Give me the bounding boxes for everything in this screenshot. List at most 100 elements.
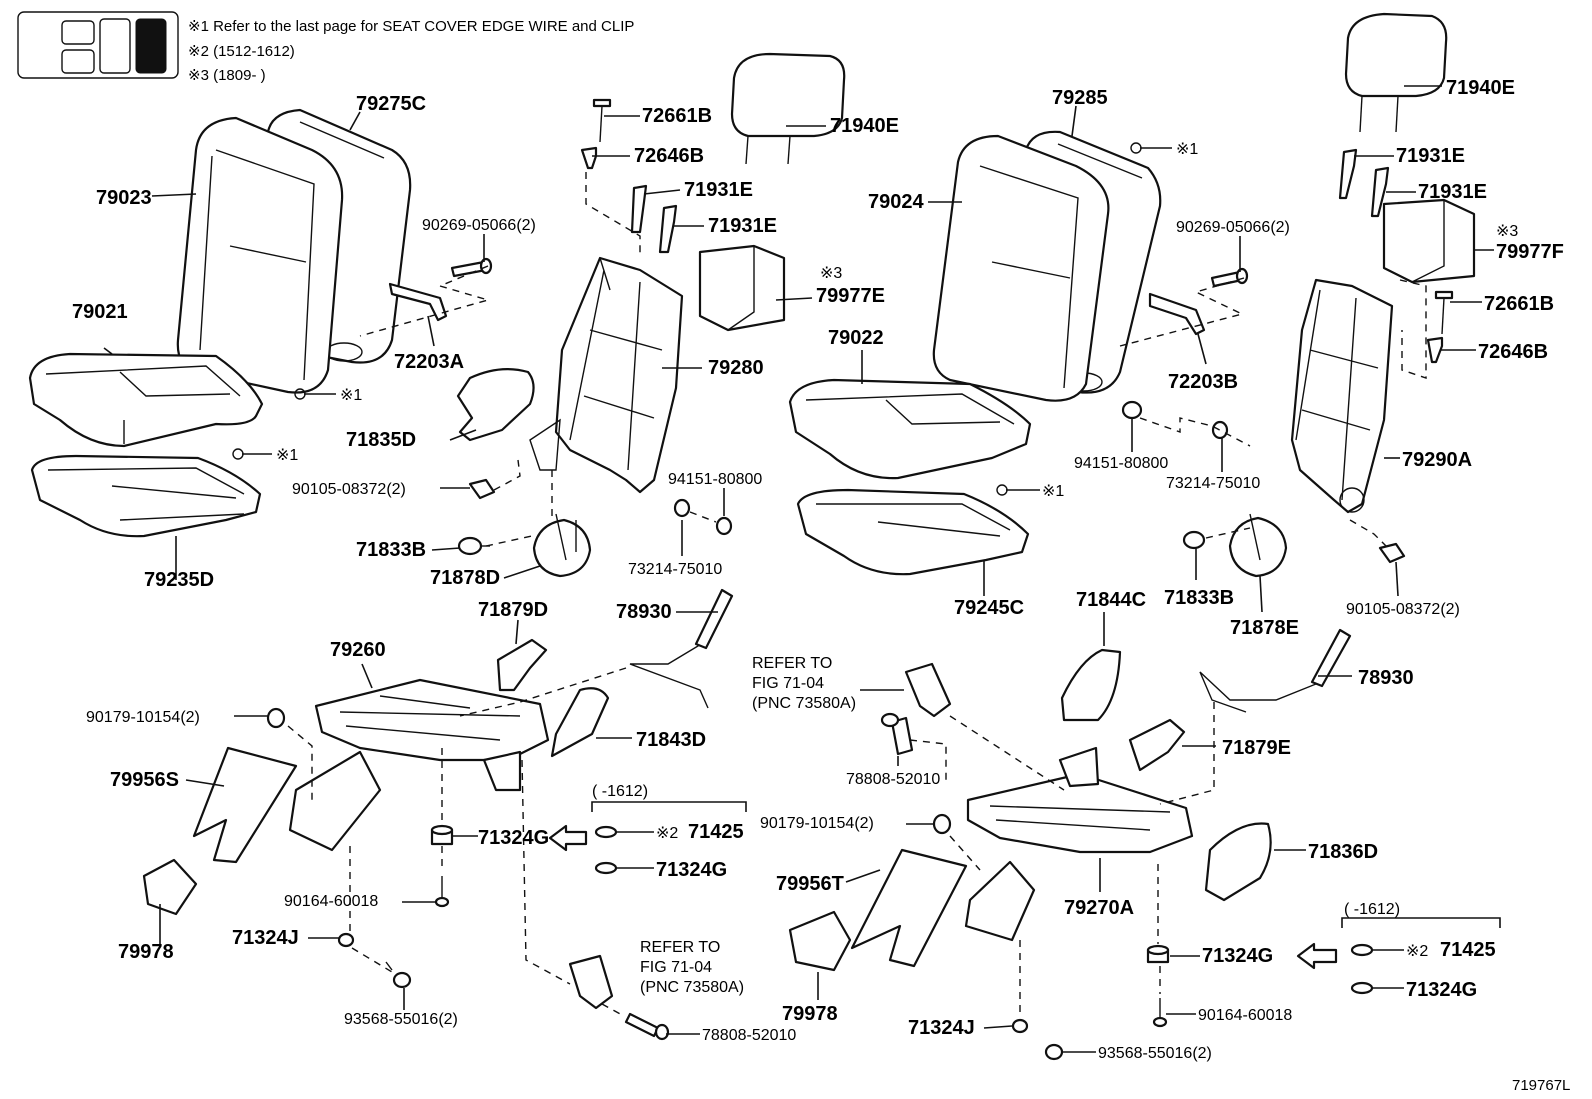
- label-72203B: 72203B: [1168, 371, 1238, 393]
- label-71940E-left: 71940E: [830, 115, 899, 137]
- label-71324G-arrow-left: 71324G: [478, 827, 549, 849]
- label-79290A: 79290A: [1402, 449, 1472, 471]
- label-ref-1d: ※1: [1042, 483, 1064, 500]
- cover-71844C: [1060, 648, 1122, 722]
- label-90105-right: 90105-08372(2): [1346, 601, 1460, 618]
- label-90164-right: 90164-60018: [1198, 1007, 1292, 1024]
- label-refer-left-3: (PNC 73580A): [640, 979, 744, 996]
- label-79977E: 79977E: [816, 285, 885, 307]
- cap-71833B-right: [1182, 530, 1206, 550]
- label-refer-right-3: (PNC 73580A): [752, 695, 856, 712]
- bolt-78808-left: [624, 1012, 670, 1041]
- label-71833B-left: 71833B: [356, 539, 426, 561]
- washer-73214-right: [1211, 420, 1229, 440]
- headrest-right-71940E: [1344, 12, 1448, 133]
- washer-71425-left: [594, 825, 618, 839]
- label-71836D: 71836D: [1308, 841, 1378, 863]
- bracket-71879E: [1128, 718, 1186, 772]
- pin-72646B-left: [580, 146, 598, 170]
- label-79280: 79280: [708, 357, 764, 379]
- pad-79977E: [698, 244, 786, 332]
- bracket-71879D: [496, 638, 548, 692]
- label-79956S: 79956S: [110, 769, 179, 791]
- cover-71836D: [1204, 822, 1272, 902]
- cushion-cover-79021: [28, 352, 264, 448]
- label-79275C: 79275C: [356, 93, 426, 115]
- guide-71931E-c: [1338, 148, 1358, 200]
- label-73214-left: 73214-75010: [628, 561, 722, 578]
- cable-78930-right: [1199, 628, 1352, 713]
- nut-90179-left: [266, 707, 286, 729]
- label-79260: 79260: [330, 639, 386, 661]
- label-71833B-right: 71833B: [1164, 587, 1234, 609]
- guide-71931E-a: [630, 184, 648, 234]
- label-79022: 79022: [828, 327, 884, 349]
- label-refer-left-2: FIG 71-04: [640, 959, 712, 976]
- bolt-78808-right: [880, 712, 914, 756]
- nut-94151-left: [715, 516, 733, 536]
- label-79956T: 79956T: [776, 873, 844, 895]
- label-ref-1a: ※1: [340, 387, 362, 404]
- label-94151-right: 94151-80800: [1074, 455, 1168, 472]
- label-ref-3-right: ※3: [1496, 223, 1518, 240]
- cap-71833B-left: [457, 536, 490, 556]
- seat-layout-icon: [17, 11, 179, 79]
- label-79024: 79024: [868, 191, 924, 213]
- bolt-93568-right: [1044, 1043, 1064, 1061]
- note-2: ※2 (1512-1612): [188, 43, 295, 60]
- label-94151-left: 94151-80800: [668, 471, 762, 488]
- label-72661B-left: 72661B: [642, 105, 712, 127]
- label-79235D: 79235D: [144, 569, 214, 591]
- label-79977F: 79977F: [1496, 241, 1564, 263]
- label-71844C: 71844C: [1076, 589, 1146, 611]
- cover-71878E: [1228, 513, 1288, 578]
- label-71425-right: 71425: [1440, 939, 1496, 961]
- cover-79978-right: [788, 910, 852, 972]
- label-79245C: 79245C: [954, 597, 1024, 619]
- bolt-93568-left: [385, 961, 412, 989]
- seatback-frame-79290A: [1290, 278, 1394, 514]
- label-90269-right: 90269-05066(2): [1176, 219, 1290, 236]
- pin-72661B-right: [1434, 290, 1454, 335]
- bracket-range-right: [1341, 917, 1501, 928]
- bracket-72203A: [388, 282, 448, 322]
- bracket-72203B: [1148, 292, 1206, 336]
- label-71324G-sub-left: 71324G: [656, 859, 727, 881]
- guide-71931E-d: [1370, 166, 1390, 218]
- label-ref-1c: ※1: [1176, 141, 1198, 158]
- label-72646B-left: 72646B: [634, 145, 704, 167]
- label-refer-left-1: REFER TO: [640, 939, 720, 956]
- spacer-71324G-sub-left: [594, 861, 618, 875]
- pad-79977F: [1382, 198, 1476, 284]
- note-1: ※1 Refer to the last page for SEAT COVER…: [188, 18, 634, 35]
- label-72661B-right: 72661B: [1484, 293, 1554, 315]
- spacer-71324G-sub-right: [1350, 981, 1374, 995]
- seat-track-79270A: [964, 746, 1194, 942]
- label-79978-right: 79978: [782, 1003, 838, 1025]
- bracket-range-left: [591, 801, 747, 812]
- label-72646B-right: 72646B: [1478, 341, 1548, 363]
- label-71931E-c: 71931E: [1396, 145, 1465, 167]
- label-90179-right: 90179-10154(2): [760, 815, 874, 832]
- cover-79956T: [850, 848, 968, 968]
- label-71324J-right: 71324J: [908, 1017, 975, 1039]
- seat-track-79260: [288, 678, 550, 852]
- label-71879D: 71879D: [478, 599, 548, 621]
- spacer-71324G-right: [1146, 944, 1170, 964]
- cover-71835D: [456, 367, 535, 442]
- label-93568-left: 93568-55016(2): [344, 1011, 458, 1028]
- label-71324G-arrow-right: 71324G: [1202, 945, 1273, 967]
- label-79978-left: 79978: [118, 941, 174, 963]
- pin-72661B-left: [592, 98, 612, 143]
- cover-79956S: [192, 746, 298, 864]
- label-ref-1b: ※1: [276, 447, 298, 464]
- label-71843D: 71843D: [636, 729, 706, 751]
- seatback-frame-79280: [529, 256, 684, 494]
- label-71835D: 71835D: [346, 429, 416, 451]
- figure-id: 719767L: [1512, 1077, 1570, 1094]
- label-90269-left: 90269-05066(2): [422, 217, 536, 234]
- label-78930-left: 78930: [616, 601, 672, 623]
- label-72203A: 72203A: [394, 351, 464, 373]
- cover-79978-left: [142, 858, 198, 916]
- label-71931E-a: 71931E: [684, 179, 753, 201]
